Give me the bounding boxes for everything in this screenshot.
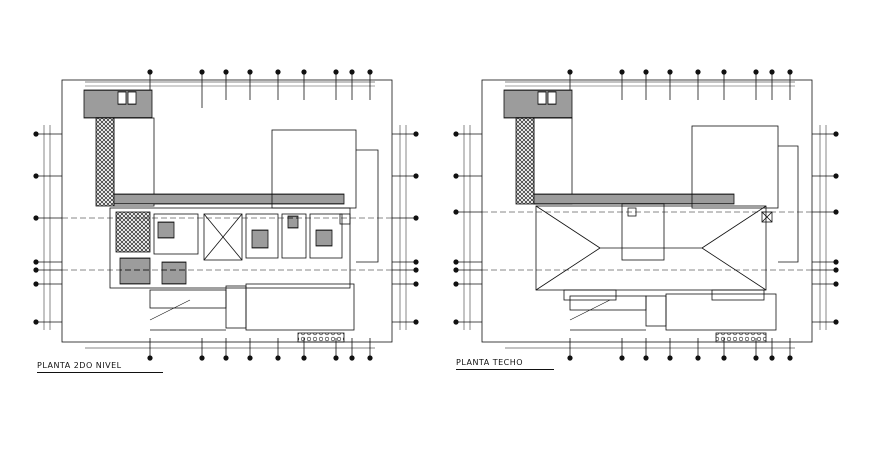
site-boundary: [61, 79, 393, 343]
top-axis-markers: [147, 69, 373, 108]
site-boundary-roof: [481, 79, 813, 343]
plan-second-floor: [33, 69, 419, 361]
floor-area: [109, 207, 351, 289]
plan-title-second-floor: PLANTA 2DO NIVEL: [37, 361, 122, 370]
title-underline-roof: [456, 369, 554, 370]
plan-roof: [453, 69, 839, 361]
right-axis-markers: [392, 125, 419, 330]
left-axis-markers: [33, 125, 62, 330]
title-underline: [37, 372, 163, 373]
top-axis-markers-roof: [567, 69, 793, 108]
roof-skylight: [621, 203, 665, 261]
brick-wall-strip: [95, 117, 115, 207]
left-axis-markers-roof: [453, 125, 482, 330]
right-axis-markers-roof: [812, 125, 839, 330]
bottom-axis-markers-roof: [505, 338, 795, 361]
plan-title-roof: PLANTA TECHO: [456, 358, 524, 367]
hip-roof: [535, 205, 767, 291]
bottom-axis-markers: [85, 338, 375, 361]
